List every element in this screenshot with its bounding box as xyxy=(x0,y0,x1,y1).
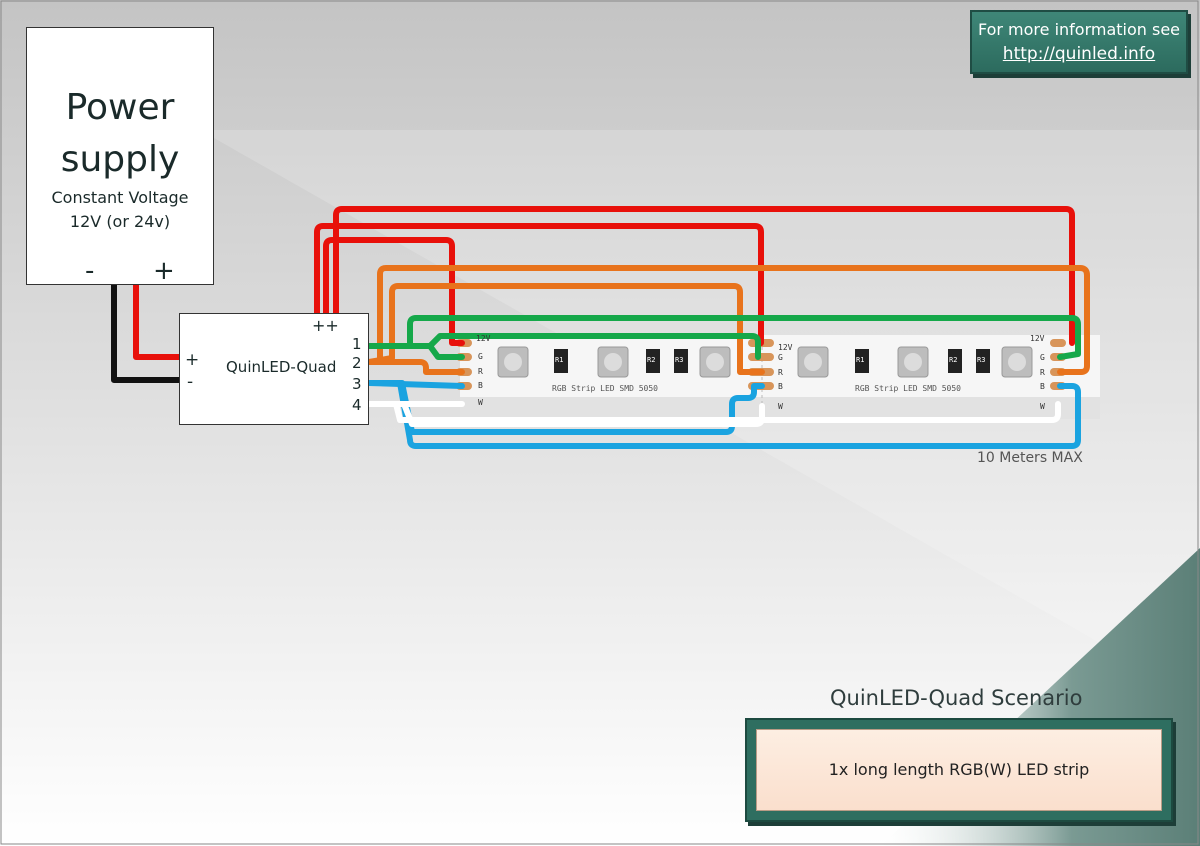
wires-orange-red-channel xyxy=(366,265,1090,375)
resistor-label-r3-2: R3 xyxy=(977,356,986,364)
controller-input-plus: + xyxy=(185,350,200,370)
resistor-label-r1-2: R1 xyxy=(856,356,865,364)
pad-label-b-2: B xyxy=(778,382,783,391)
channel-3-label: 3 xyxy=(352,375,362,393)
power-supply-minus-terminal: - xyxy=(85,256,95,286)
scenario-description: 1x long length RGB(W) LED strip xyxy=(756,729,1162,811)
power-supply-title-line1: Power xyxy=(65,87,175,128)
wires-blue-channel xyxy=(366,380,1081,449)
pad-label-w-2: W xyxy=(778,402,783,411)
scenario-title: QuinLED-Quad Scenario xyxy=(830,686,1083,710)
power-supply-subtitle-line1: Constant Voltage xyxy=(51,188,189,207)
scenario-box: 1x long length RGB(W) LED strip xyxy=(745,718,1173,822)
channel-1-label: 1 xyxy=(352,335,362,353)
wire-red-positive xyxy=(133,285,183,360)
wires-green-channel xyxy=(366,315,1081,360)
pad-label-b: B xyxy=(478,381,483,390)
controller-input-minus: - xyxy=(187,372,194,392)
channel-4-label: 4 xyxy=(352,396,362,414)
power-supply-title: Power supply xyxy=(27,82,213,186)
power-supply-subtitle: Constant Voltage 12V (or 24v) xyxy=(27,186,213,234)
wires-red-12v xyxy=(314,206,1075,346)
pad-label-b-3: B xyxy=(1040,382,1045,391)
pad-label-g-3: G xyxy=(1040,353,1045,362)
channel-2-label: 2 xyxy=(352,354,362,372)
power-supply-plus-terminal: + xyxy=(153,256,175,286)
power-supply: Power supply Constant Voltage 12V (or 24… xyxy=(26,27,214,286)
pad-label-g: G xyxy=(478,352,483,361)
resistor-label-r2: R2 xyxy=(647,356,656,364)
strip-segment-label-2: RGB Strip LED SMD 5050 xyxy=(855,384,961,393)
wires-white-channel xyxy=(366,401,1061,427)
controller-label: QuinLED-Quad xyxy=(226,358,337,376)
controller-power-out: ++ xyxy=(312,316,339,335)
power-supply-subtitle-line2: 12V (or 24v) xyxy=(69,212,171,231)
pad-label-g-2: G xyxy=(778,353,783,362)
pad-label-w: W xyxy=(478,398,483,407)
pad-label-w-3: W xyxy=(1040,402,1045,411)
resistor-label-r2-2: R2 xyxy=(949,356,958,364)
pad-label-r: R xyxy=(478,367,483,376)
led-strip-white-channel xyxy=(460,397,1100,419)
pad-label-12v-3: 12V xyxy=(1030,334,1045,343)
info-link[interactable]: http://quinled.info xyxy=(1002,44,1156,64)
power-supply-title-line2: supply xyxy=(60,139,180,180)
resistor-label-r3: R3 xyxy=(675,356,684,364)
pad-label-12v: 12V xyxy=(476,334,491,343)
resistor-label-r1: R1 xyxy=(555,356,564,364)
info-box: For more information see http://quinled.… xyxy=(970,10,1188,74)
wire-black-negative xyxy=(111,285,183,383)
pad-label-r-3: R xyxy=(1040,368,1045,377)
pad-label-r-2: R xyxy=(778,368,783,377)
info-text: For more information see xyxy=(977,20,1181,39)
strip-components xyxy=(497,346,1033,378)
pad-label-12v-2: 12V xyxy=(778,343,793,352)
strip-segment-label-1: RGB Strip LED SMD 5050 xyxy=(552,384,658,393)
max-length-label: 10 Meters MAX xyxy=(977,450,1083,466)
quinled-quad-controller: QuinLED-Quad ++ + - 1 2 3 4 xyxy=(179,313,369,425)
